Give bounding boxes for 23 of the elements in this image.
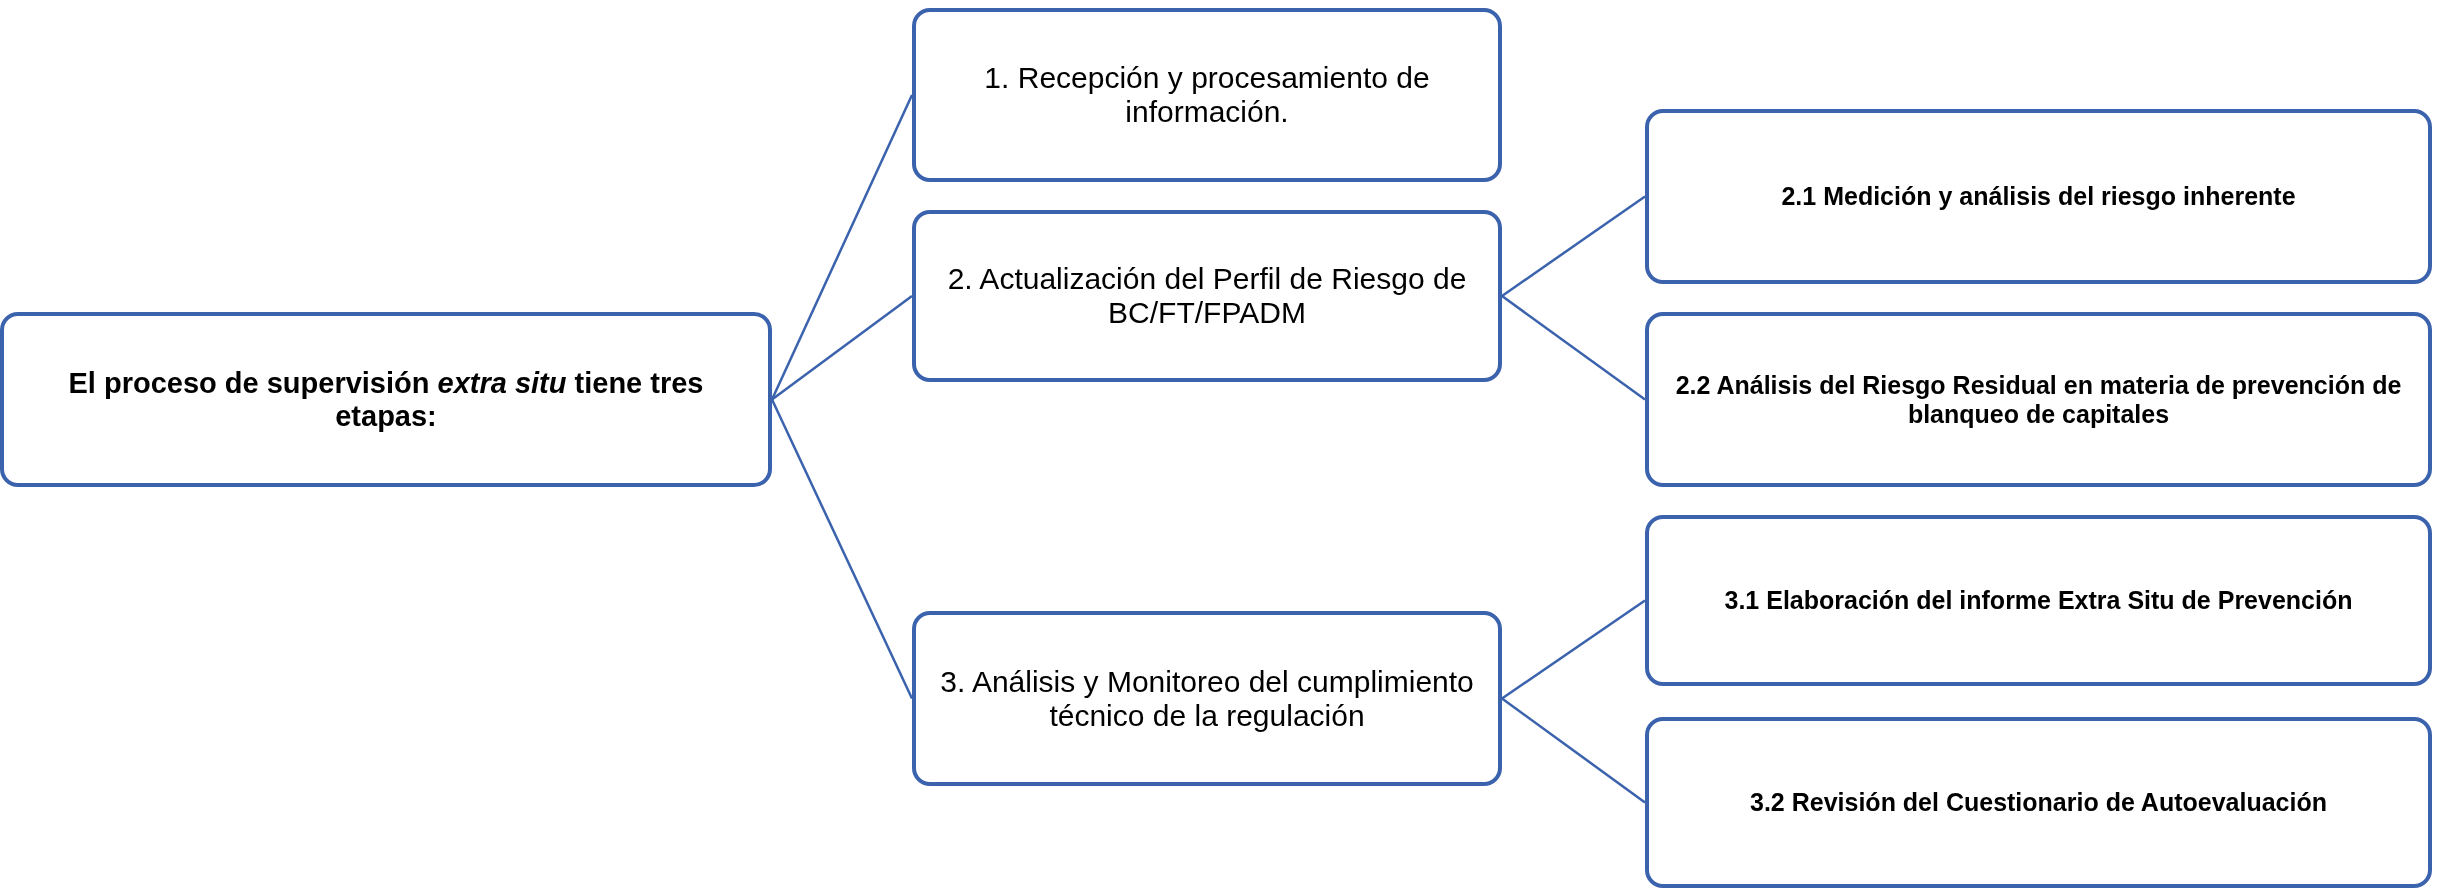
box-text: 3.1 Elaboración del informe Extra Situ de Prevención [1724,586,2353,615]
box-text: 2.2 Análisis del Riesgo Residual en materia de prevención de blanqueo de capitales [1674,370,2403,429]
box-text: 2.1 Medición y análisis del riesgo inherente [1781,182,2296,211]
connector-line [770,398,914,700]
box-text: 3. Análisis y Monitoreo del cumplimiento técnico de la regulación [939,664,1475,733]
connector-line [1501,195,1646,298]
process-box [1645,515,2432,686]
process-box [912,210,1502,382]
box-text: El proceso de supervisión extra situ tiene tres etapas: [67,366,705,433]
process-box [912,8,1502,182]
connector-line [1501,599,1646,700]
connector-line [1501,295,1646,401]
process-box [912,611,1502,786]
process-box [1645,312,2432,487]
connector-line [771,295,913,401]
connector-line [1501,697,1646,804]
process-box [0,312,772,487]
box-text: 3.2 Revisión del Cuestionario de Autoevaluación [1750,788,2327,817]
box-text: 1. Recepción y procesamiento de información. [983,61,1431,129]
process-box [1645,109,2432,284]
connector-line [770,94,914,401]
process-box [1645,717,2432,888]
box-text: 2. Actualización del Perfil de Riesgo de BC/FT/FPADM [946,262,1468,330]
